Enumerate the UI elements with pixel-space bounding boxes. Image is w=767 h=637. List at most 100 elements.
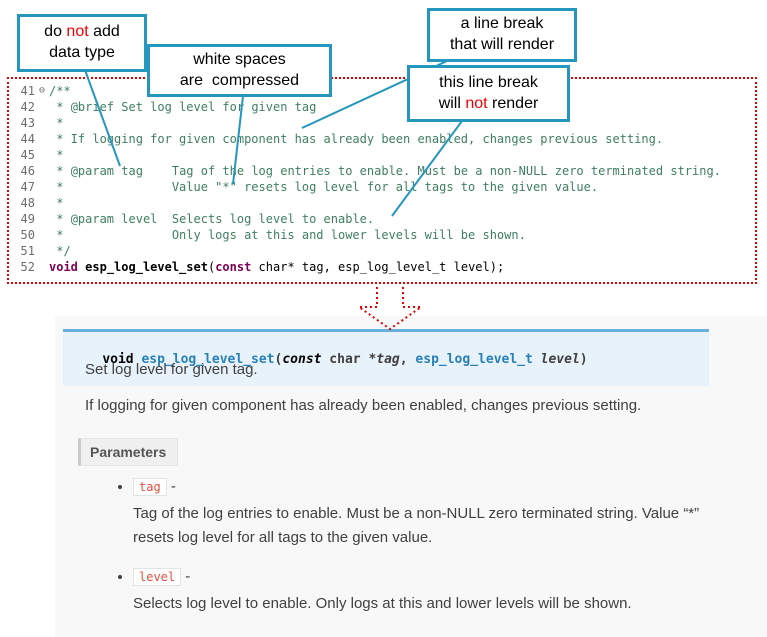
text-segment: tag	[376, 352, 400, 367]
line-number: 43	[20, 116, 35, 130]
code-text: * Only logs at this and lower levels wil…	[49, 227, 526, 243]
text-segment: * If logging for given component has alr…	[49, 132, 664, 146]
text-segment: (	[207, 260, 216, 274]
text-segment: *	[49, 100, 71, 114]
code-text: * If logging for given component has alr…	[49, 131, 663, 147]
param-name-literal: tag	[133, 478, 167, 496]
text-segment: *	[49, 116, 64, 130]
fold-gutter	[35, 259, 49, 275]
code-line: 45 *	[9, 147, 755, 163]
parameters-label: Parameters	[78, 438, 179, 466]
text-segment: level Selects log level to enable.	[114, 212, 375, 226]
callout-text-line: do not add	[44, 22, 120, 43]
fold-collapse-icon: ⊖	[38, 85, 46, 96]
line-number: 42	[20, 100, 35, 114]
fold-gutter	[35, 147, 49, 163]
text-segment: @param	[70, 164, 115, 178]
code-line: 51 */	[9, 243, 755, 259]
line-number: 49	[20, 212, 35, 226]
callout-text-line: this line break	[439, 73, 538, 94]
code-text: * @param level Selects log level to enab…	[49, 211, 374, 227]
code-line: 48 *	[9, 195, 755, 211]
param-name-row: tag -	[133, 478, 730, 496]
callout-text-line: white spaces	[193, 50, 286, 71]
code-text: * @brief Set log level for given tag	[49, 99, 316, 115]
code-text: * Value "*" resets log level for all tag…	[49, 179, 598, 195]
text-segment	[533, 352, 541, 367]
text-segment: *	[49, 196, 64, 210]
fold-gutter	[35, 131, 49, 147]
function-signature: void esp_log_level_set(const char *tag, …	[63, 329, 709, 386]
text-segment: not	[465, 94, 488, 112]
doc-brief-paragraph: Set log level for given tag.	[85, 361, 258, 378]
text-segment: do	[44, 23, 67, 41]
code-line: 44 * If logging for given component has …	[9, 131, 755, 147]
code-line: 43 *	[9, 115, 755, 131]
text-segment: data type	[49, 44, 115, 61]
code-text: *	[49, 115, 63, 131]
code-text: /**	[49, 83, 71, 99]
text-segment: are compressed	[179, 71, 300, 89]
text-segment: * Only logs at this and lower levels wil…	[49, 228, 526, 242]
text-segment: will	[438, 94, 466, 112]
line-number: 44	[20, 132, 35, 146]
callout-text-line: will not render	[439, 94, 539, 115]
fold-gutter	[35, 99, 49, 115]
text-segment: * Value "*" resets log level for all tag…	[49, 180, 599, 194]
param-item: level - Selects log level to enable. Only…	[133, 568, 730, 616]
code-line: 46 * @param tag Tag of the log entries t…	[9, 163, 755, 179]
text-segment: level	[540, 352, 580, 367]
param-name-row: level -	[133, 568, 730, 586]
signature-text: void esp_log_level_set(const char *tag, …	[102, 352, 587, 367]
param-description: Tag of the log entries to enable. Must b…	[133, 505, 700, 546]
code-line: 47 * Value "*" resets log level for all …	[9, 179, 755, 195]
text-segment: const	[215, 260, 252, 274]
line-number: 51	[20, 244, 35, 258]
text-segment: this line break	[439, 73, 538, 91]
text-segment: esp_log_level_t	[415, 352, 533, 367]
code-text: void esp_log_level_set(const char* tag, …	[49, 259, 504, 275]
param-separator: -	[166, 478, 176, 495]
param-item: tag - Tag of the log entries to enable. M…	[133, 478, 730, 550]
callout-text-line: are compressed	[180, 71, 299, 92]
text-segment: *	[49, 148, 64, 162]
text-segment: *	[49, 164, 71, 178]
text-segment: not	[66, 23, 89, 41]
param-description: Selects log level to enable. Only logs a…	[133, 595, 632, 612]
fold-gutter	[35, 211, 49, 227]
text-segment: esp_log_level_set	[85, 260, 208, 274]
text-segment: a line break	[460, 15, 544, 33]
callout-text-line: data type	[49, 43, 115, 64]
text-segment: ,	[399, 352, 416, 367]
text-segment: Set log level for given tag	[114, 100, 317, 114]
callout-text-line: a line break	[461, 14, 544, 35]
line-number: 52	[20, 260, 35, 274]
param-name-literal: level	[133, 568, 182, 586]
fold-gutter	[35, 179, 49, 195]
params-list: tag - Tag of the log entries to enable. M…	[115, 478, 730, 634]
callout-line-break-not-render: this line break will not render	[407, 65, 570, 122]
code-text: * @param tag Tag of the log entries to e…	[49, 163, 721, 179]
doc-description-paragraph: If logging for given component has alrea…	[85, 397, 642, 414]
line-number: 47	[20, 180, 35, 194]
line-number: 50	[20, 228, 35, 242]
text-segment: (	[274, 352, 283, 367]
code-line: 42 * @brief Set log level for given tag	[9, 99, 755, 115]
code-line: 50 * Only logs at this and lower levels …	[9, 227, 755, 243]
line-number: 41	[20, 84, 35, 98]
code-lines: 41⊖/**42 * @brief Set log level for give…	[9, 83, 755, 275]
text-segment: )	[579, 352, 588, 367]
text-segment: char* tag, esp_log_level_t level);	[251, 260, 505, 274]
fold-gutter	[35, 195, 49, 211]
text-segment: esp_log_level_set	[141, 352, 275, 367]
text-segment: add	[88, 23, 120, 41]
fold-gutter	[35, 243, 49, 259]
code-line: 52 void esp_log_level_set(const char* tag…	[9, 259, 755, 275]
line-number: 45	[20, 148, 35, 162]
text-segment: @param	[70, 212, 115, 226]
text-segment: @brief	[70, 100, 115, 114]
